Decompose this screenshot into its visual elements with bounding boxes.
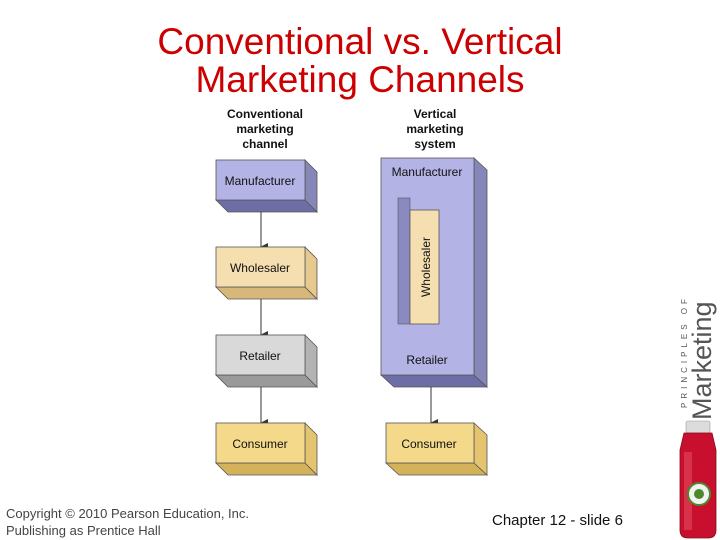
vertical-heading-line: Vertical (413, 107, 457, 121)
vms-manufacturer-label: Manufacturer (392, 165, 463, 179)
consumer-box: Consumer (215, 422, 318, 476)
vms-consumer-label: Consumer (401, 437, 456, 451)
wholesaler-box: Wholesaler (215, 246, 318, 300)
retailer-label: Retailer (239, 349, 280, 363)
vertical-heading-line: marketing (406, 122, 464, 136)
vms-wholesaler-panel (409, 209, 440, 325)
vms-retailer-label: Retailer (406, 353, 447, 367)
retailer-box: Retailer (215, 334, 318, 388)
conventional-heading-line: Conventional (226, 107, 303, 121)
vms-box: Manufacturer Retailer Wholesaler (379, 157, 489, 388)
brand-small-text: PRINCIPLES OF (680, 295, 689, 408)
manufacturer-label: Manufacturer (225, 174, 296, 188)
wholesaler-label: Wholesaler (230, 261, 290, 275)
juice-bottle-image (679, 420, 717, 539)
conventional-heading: Conventional marketing channel (205, 107, 325, 152)
slide-number: Chapter 12 - slide 6 (492, 512, 623, 529)
conventional-heading-line: marketing (236, 122, 294, 136)
vertical-heading: Vertical marketing system (375, 107, 495, 152)
brand-big-text: Marketing (687, 301, 717, 420)
copyright-line: Publishing as Prentice Hall (6, 523, 161, 538)
vms-wholesaler-label: Wholesaler (419, 237, 433, 297)
slide-title-line2: Marketing Channels (195, 59, 525, 100)
vms-consumer-box: Consumer (384, 422, 489, 476)
consumer-label: Consumer (232, 437, 287, 451)
conventional-heading-line: channel (242, 137, 288, 151)
copyright-line: Copyright © 2010 Pearson Education, Inc. (6, 506, 250, 521)
copyright-notice: Copyright © 2010 Pearson Education, Inc.… (6, 505, 249, 539)
manufacturer-box: Manufacturer (215, 159, 318, 213)
vertical-heading-line: system (414, 137, 456, 151)
slide-title-line1: Conventional vs. Vertical (157, 21, 563, 62)
